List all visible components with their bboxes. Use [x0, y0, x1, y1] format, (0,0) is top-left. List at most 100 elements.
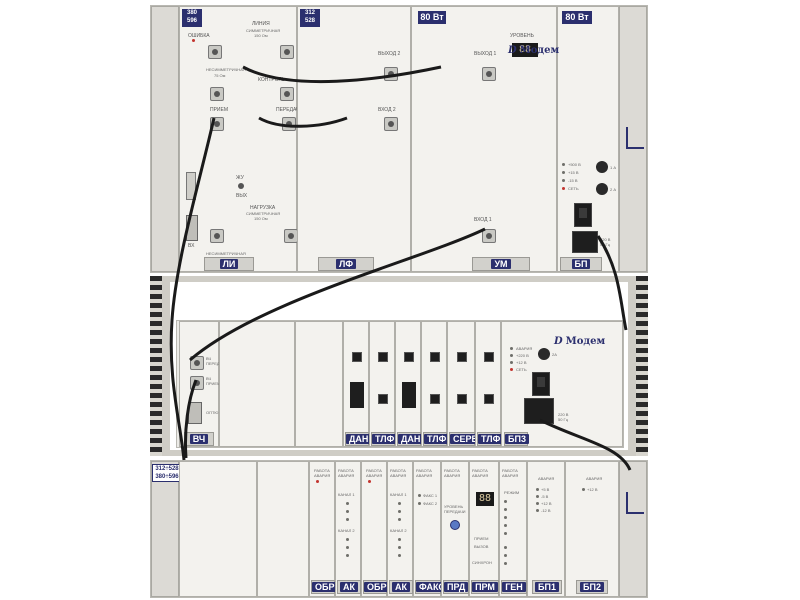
- slot-ak-1-handle[interactable]: АК: [337, 580, 361, 594]
- service-port[interactable]: [188, 402, 202, 424]
- psu-led-2-icon: [562, 171, 565, 174]
- mains-socket-mid[interactable]: [524, 398, 554, 424]
- slot-obr-2-handle[interactable]: ОБР: [363, 580, 390, 594]
- fuse-2[interactable]: [596, 183, 608, 195]
- ak-1-led-3: [346, 518, 349, 521]
- slot-bp3-handle[interactable]: БП3: [504, 432, 529, 446]
- load-sym-connector-2[interactable]: [284, 229, 298, 243]
- zhu-jack[interactable]: [238, 183, 244, 189]
- tlf-3-port-bottom[interactable]: [484, 394, 494, 404]
- tlf-1-port-top[interactable]: [378, 352, 388, 362]
- in1-connector[interactable]: [482, 229, 496, 243]
- bp2-led-1: [582, 488, 585, 491]
- mains-socket-top[interactable]: [572, 231, 598, 253]
- ak-1-led-5: [346, 546, 349, 549]
- fuse-1[interactable]: [596, 161, 608, 173]
- ak-2-led-5: [398, 546, 401, 549]
- slot-li-handle[interactable]: ЛИ: [204, 257, 254, 271]
- out2-connector[interactable]: [384, 67, 398, 81]
- slot-bp-handle[interactable]: БП: [560, 257, 602, 271]
- control-connector[interactable]: [280, 87, 294, 101]
- slot-ak-2-handle[interactable]: АК: [389, 580, 413, 594]
- brand-name: Модем: [519, 45, 560, 56]
- dan-1-port-bottom[interactable]: [350, 382, 364, 408]
- tlf-3-port-top[interactable]: [484, 352, 494, 362]
- psu-led-3-label: -15 В: [568, 178, 578, 183]
- bp3-led-2-icon: [510, 354, 513, 357]
- serv-port-top[interactable]: [457, 352, 467, 362]
- mains-label-top: 220 В 50 Гц: [600, 237, 611, 247]
- power-switch-top[interactable]: [574, 203, 592, 227]
- faks-led-2-label: ФАКС 2: [423, 501, 438, 506]
- psu-led-1-label: +500 В: [568, 162, 581, 167]
- out1-connector[interactable]: [482, 67, 496, 81]
- slot-prm-handle[interactable]: ПРМ: [471, 580, 499, 594]
- in2-connector[interactable]: [384, 117, 398, 131]
- slot-tlf-3-handle[interactable]: ТЛФ: [477, 432, 504, 446]
- bp3-fuse[interactable]: [538, 348, 550, 360]
- slot-serv-handle[interactable]: СЕРВ: [449, 432, 482, 446]
- slot-vch-handle[interactable]: ВЧ: [184, 432, 214, 446]
- slot-li-title: 380 596: [182, 9, 202, 27]
- tlf-2-port-bottom[interactable]: [430, 394, 440, 404]
- slot-um-handle[interactable]: УМ: [472, 257, 530, 271]
- slot-faks: РАБОТА АВАРИЯ ФАКС 1 ФАКС 2 ФАКС: [413, 461, 448, 597]
- level-label: УРОВЕНЬ: [510, 33, 534, 39]
- slot-prd-handle[interactable]: ПРД: [443, 580, 469, 594]
- slot-lf: 312 528 ВЫХОД 2 ВХОД 2 ЛФ: [297, 6, 411, 272]
- slot-lf-handle[interactable]: ЛФ: [318, 257, 374, 271]
- ak-2-led-1: [398, 502, 401, 505]
- serial-port-1[interactable]: [186, 172, 196, 200]
- trans-connector[interactable]: [282, 117, 296, 131]
- slot-prm: РАБОТА АВАРИЯ 88 ПРИЕМ ВЫЗОВ СИНХРОН ПРМ: [469, 461, 499, 597]
- slot-ak-1: РАБОТА АВАРИЯ КАНАЛ 1 КАНАЛ 2 АК: [335, 461, 361, 597]
- slot-bp1-handle[interactable]: БП1: [532, 580, 562, 594]
- dan-2-port-top[interactable]: [404, 352, 414, 362]
- serv-port-bottom[interactable]: [457, 394, 467, 404]
- slot-gen-handle[interactable]: ГЕН: [501, 580, 527, 594]
- slot-tlf-2-handle[interactable]: ТЛФ: [423, 432, 450, 446]
- prd-level-knob[interactable]: [450, 520, 460, 530]
- slot-tlf-1-handle[interactable]: ТЛФ: [371, 432, 398, 446]
- serial-port-2[interactable]: [186, 215, 198, 241]
- slot-faks-handle[interactable]: ФАКС: [415, 580, 448, 594]
- slot-obr-1-module-label: ОБР: [312, 582, 338, 592]
- slot-serv-module-label: СЕРВ: [450, 434, 482, 444]
- fuse-2-label: 2 А: [610, 187, 617, 192]
- vch-in-connector[interactable]: [190, 356, 204, 370]
- slot-bp3-module-label: БП3: [505, 434, 529, 444]
- left-vent-bar: [150, 276, 162, 456]
- slot-bp-module-label: БП: [571, 259, 591, 269]
- out2-label: ВЫХОД 2: [378, 51, 401, 57]
- slot-tlf-2: ТЛФ: [421, 321, 450, 447]
- recv-connector[interactable]: [210, 117, 224, 131]
- line-sym-connector-2[interactable]: [280, 45, 294, 59]
- vch-out-connector[interactable]: [190, 376, 204, 390]
- line-sym-connector-1[interactable]: [208, 45, 222, 59]
- slot-dan-1-handle[interactable]: ДАН: [345, 432, 372, 446]
- bp3-led-4-label: СЕТЬ: [516, 367, 527, 372]
- ak-2-work-label: РАБОТА АВАРИЯ: [390, 468, 407, 478]
- load-sym-connector[interactable]: [210, 229, 224, 243]
- slot-faks-module-label: ФАКС: [416, 582, 448, 592]
- alarm-led: [192, 39, 195, 42]
- dan-1-port-top[interactable]: [352, 352, 362, 362]
- line-sym-label: СИММЕТРИЧНАЯ: [246, 28, 281, 33]
- asym-connector[interactable]: [210, 87, 224, 101]
- slot-obr-1-handle[interactable]: ОБР: [311, 580, 338, 594]
- slot-bp2-handle[interactable]: БП2: [576, 580, 608, 594]
- slot-prd-module-label: ПРД: [444, 582, 469, 592]
- slot-dan-2-handle[interactable]: ДАН: [397, 432, 424, 446]
- tlf-2-port-top[interactable]: [430, 352, 440, 362]
- vyh-label: ВЫХ: [236, 193, 248, 199]
- gen-mode-label: РЕЖИМ: [504, 490, 520, 495]
- asym-ohm-label: 75 Ом: [214, 73, 226, 78]
- faks-led-1-label: ФАКС 1: [423, 493, 438, 498]
- tlf-1-port-bottom[interactable]: [378, 394, 388, 404]
- gen-led-4: [504, 524, 507, 527]
- power-switch-mid[interactable]: [532, 372, 550, 396]
- dan-2-port-bottom[interactable]: [402, 382, 416, 408]
- prm-dispatch-label: ВЫЗОВ: [474, 544, 489, 549]
